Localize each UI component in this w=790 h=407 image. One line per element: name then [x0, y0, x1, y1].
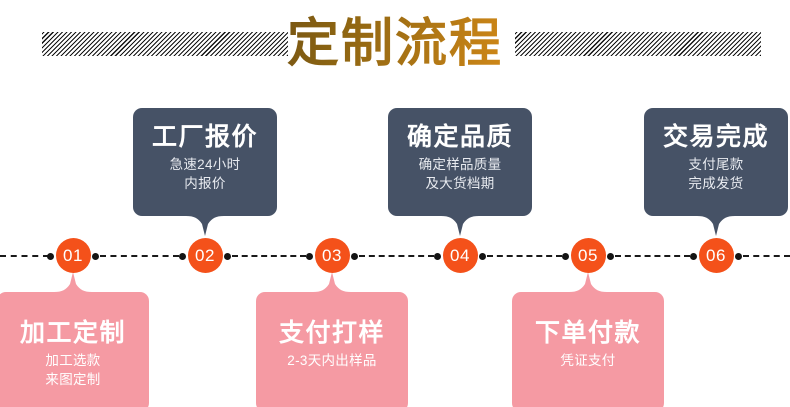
- step-card-01[interactable]: 加工定制加工选款来图定制: [0, 272, 149, 407]
- timeline-segment: [614, 255, 690, 257]
- header: 定制流程: [0, 0, 790, 95]
- step-card-subtitle-line: 来图定制: [45, 372, 101, 387]
- step-card-subtitle: 确定样品质量及大货档期: [388, 155, 532, 193]
- timeline-segment: [358, 255, 434, 257]
- hatch-stripe-right-icon: [515, 32, 761, 56]
- step-card-subtitle: 凭证支付: [512, 351, 664, 370]
- step-card-title: 支付打样: [278, 319, 385, 347]
- step-card-subtitle-line: 完成发货: [688, 176, 744, 191]
- step-circle-06[interactable]: 06: [698, 238, 734, 273]
- step-card-pointer-icon: [186, 215, 224, 236]
- timeline-dot: [607, 252, 614, 260]
- step-card-02[interactable]: 工厂报价急速24小时内报价: [133, 108, 277, 236]
- timeline-segment: [99, 255, 179, 257]
- step-card-pointer-icon: [697, 215, 735, 236]
- step-circle-04[interactable]: 04: [442, 238, 478, 273]
- step-card-04[interactable]: 确定品质确定样品质量及大货档期: [388, 108, 532, 236]
- step-card-pointer-icon: [441, 215, 479, 236]
- hatch-stripe-left-icon: [42, 32, 288, 56]
- step-card-subtitle-line: 加工选款: [45, 353, 101, 368]
- step-card-subtitle-line: 急速24小时: [169, 157, 241, 172]
- step-card-03[interactable]: 支付打样 2-3天内出样品: [256, 272, 408, 407]
- timeline-segment: [231, 255, 306, 257]
- timeline-dot: [224, 252, 231, 260]
- step-card-pointer-icon: [569, 272, 607, 293]
- timeline-dot: [351, 252, 358, 260]
- step-number: 04: [450, 246, 470, 265]
- timeline-dot: [179, 252, 186, 260]
- step-card-pointer-icon: [313, 272, 351, 293]
- step-card-title: 下单付款: [534, 319, 641, 347]
- step-card-subtitle-line: 支付尾款: [688, 157, 744, 172]
- step-card-subtitle: 2-3天内出样品: [256, 351, 408, 370]
- timeline-dot: [92, 252, 99, 260]
- step-card-subtitle: 支付尾款完成发货: [644, 155, 788, 193]
- step-card-subtitle-line: 及大货档期: [425, 176, 495, 191]
- timeline-dot: [690, 252, 697, 260]
- step-number: 02: [195, 246, 215, 265]
- step-card-title: 确定品质: [406, 123, 513, 151]
- timeline-dot: [735, 252, 742, 260]
- timeline-dot: [306, 252, 313, 260]
- step-card-subtitle-line: 凭证支付: [560, 353, 616, 368]
- timeline-dot: [47, 252, 54, 260]
- timeline-segment: [0, 255, 49, 257]
- step-card-title: 工厂报价: [151, 123, 258, 151]
- step-card-title: 交易完成: [662, 123, 769, 151]
- step-number: 05: [578, 246, 598, 265]
- timeline-segment: [486, 255, 562, 257]
- step-card-subtitle-line: 2-3天内出样品: [287, 353, 377, 368]
- step-number: 06: [706, 246, 726, 265]
- step-circle-03[interactable]: 03: [314, 238, 350, 273]
- step-card-06[interactable]: 交易完成支付尾款完成发货: [644, 108, 788, 236]
- step-card-subtitle: 急速24小时内报价: [133, 155, 277, 193]
- timeline-track: [0, 245, 790, 267]
- step-circle-05[interactable]: 05: [570, 238, 606, 273]
- step-card-subtitle-line: 内报价: [184, 176, 226, 191]
- timeline-dot: [434, 252, 441, 260]
- step-card-pointer-icon: [54, 272, 92, 293]
- page-title: 定制流程: [0, 8, 790, 80]
- step-circle-02[interactable]: 02: [187, 238, 223, 273]
- step-circle-01[interactable]: 01: [55, 238, 91, 273]
- step-card-05[interactable]: 下单付款凭证支付: [512, 272, 664, 407]
- step-card-subtitle: 加工选款来图定制: [0, 351, 149, 389]
- timeline-dot: [562, 252, 569, 260]
- timeline-dot: [479, 252, 486, 260]
- step-number: 03: [322, 246, 342, 265]
- timeline-segment: [742, 255, 790, 257]
- step-card-subtitle-line: 确定样品质量: [418, 157, 502, 172]
- step-number: 01: [63, 246, 83, 265]
- step-card-title: 加工定制: [19, 319, 126, 347]
